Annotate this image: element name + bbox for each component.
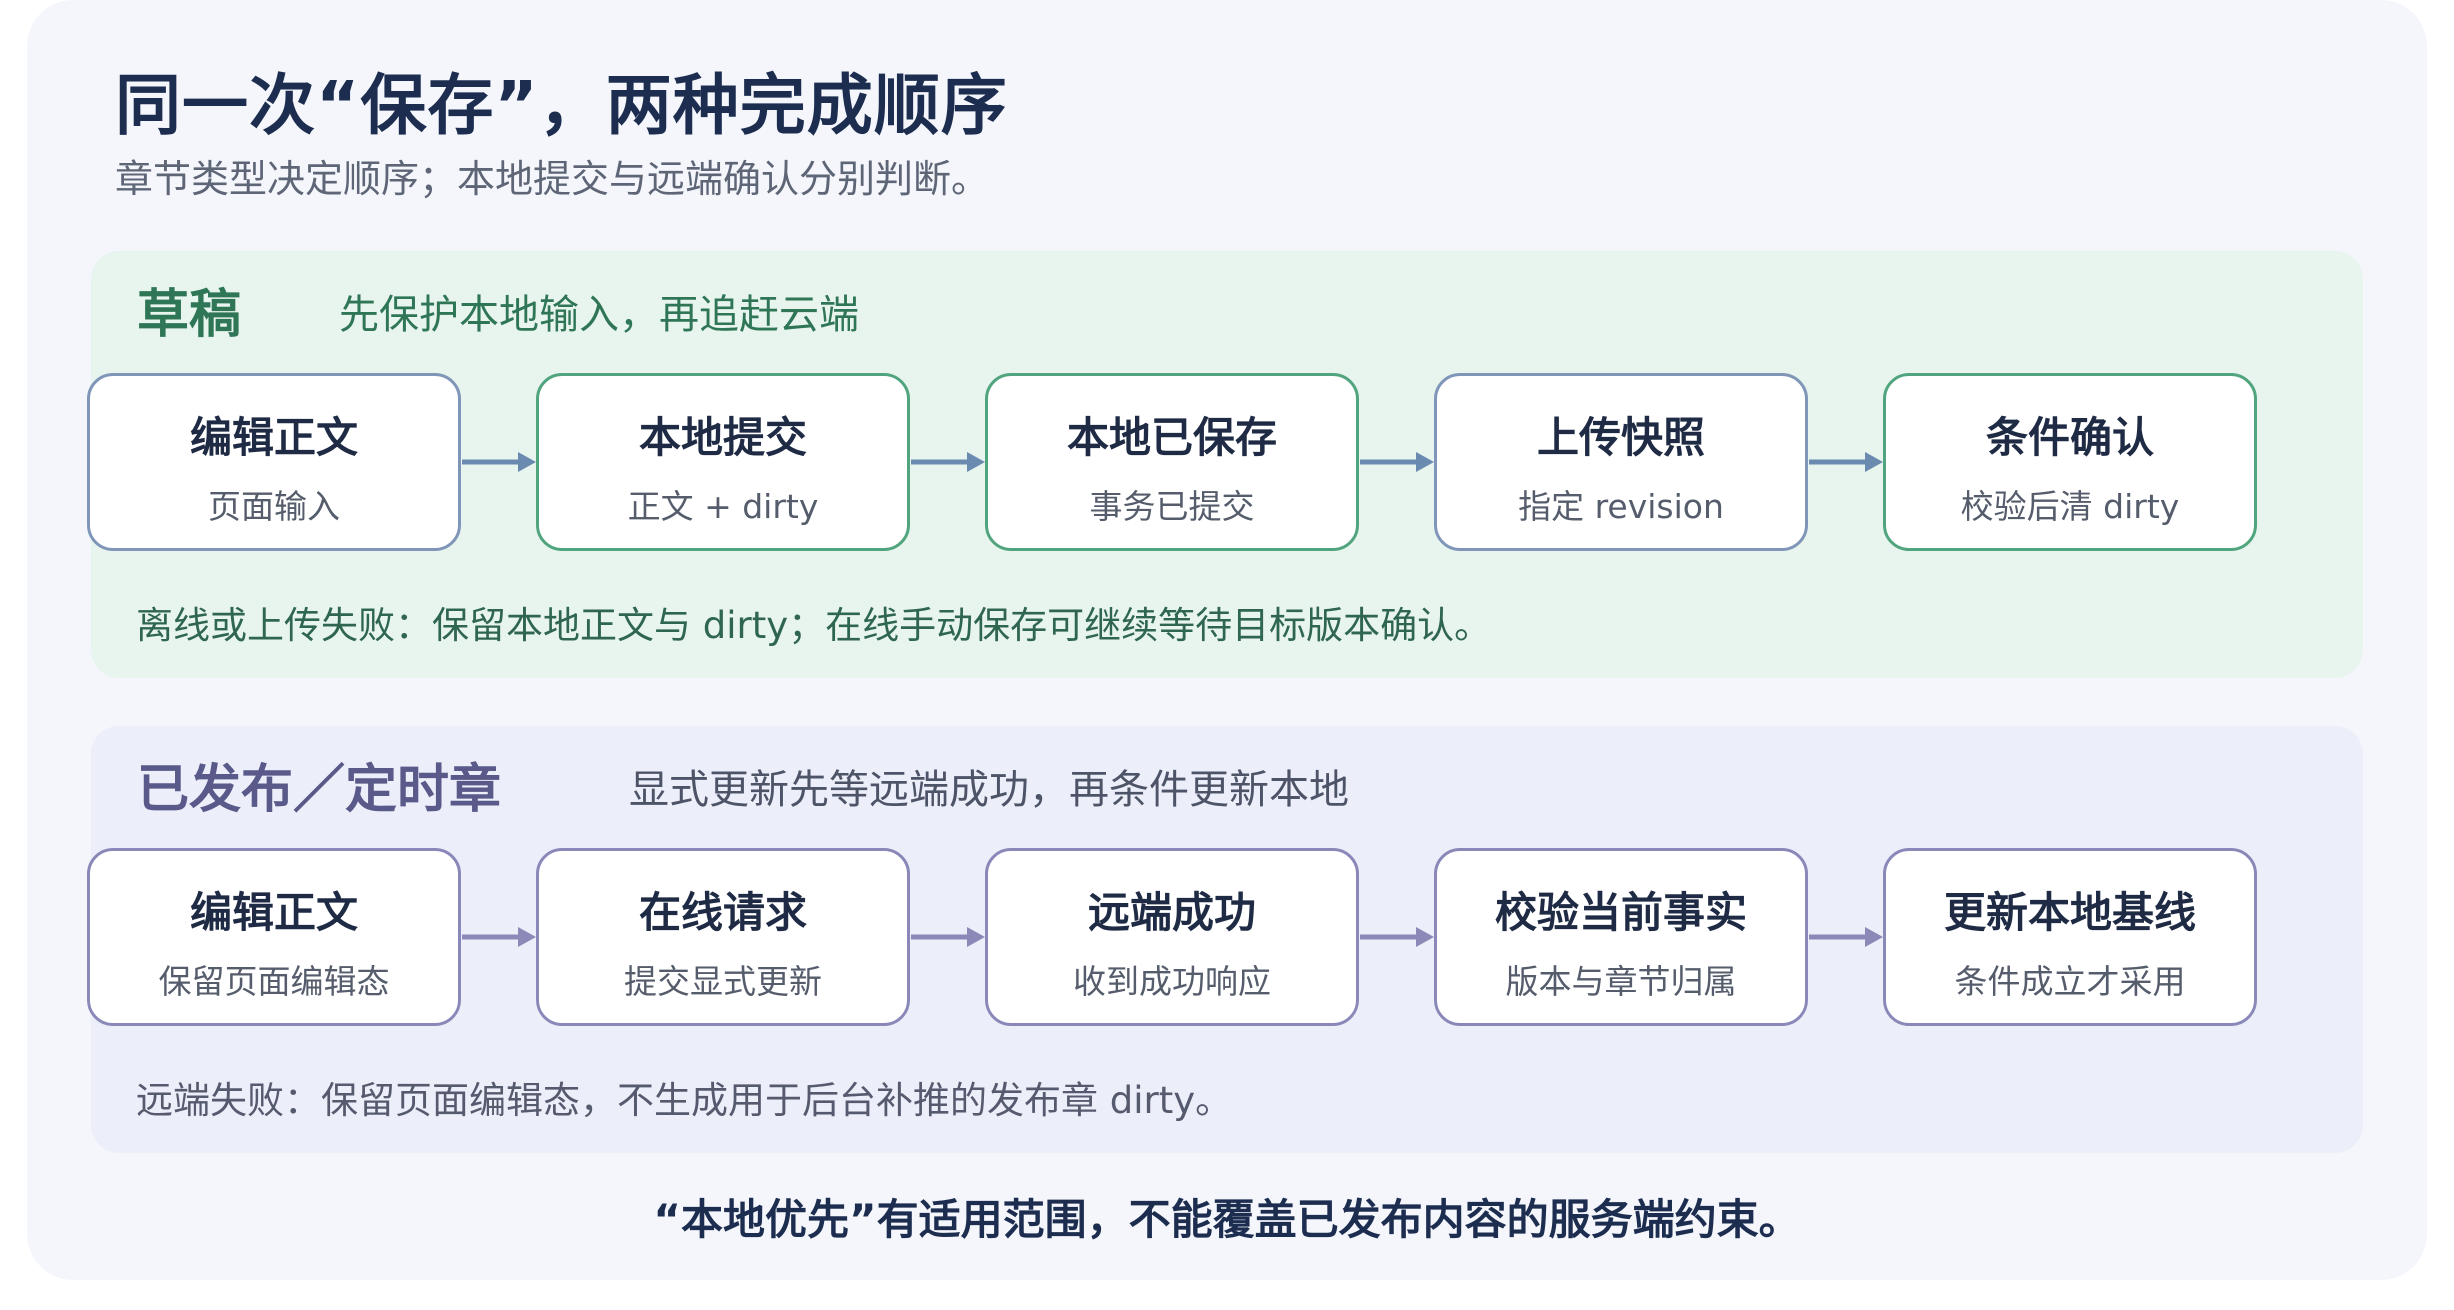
draft-step-5-title: 条件确认 bbox=[1985, 413, 2154, 462]
draft-arrow-2-icon bbox=[911, 452, 985, 472]
published-step-2-title: 在线请求 bbox=[638, 888, 807, 937]
published-step-3-title: 远端成功 bbox=[1087, 888, 1256, 937]
draft-arrow-3-icon bbox=[1360, 452, 1434, 472]
draft-step-1-title: 编辑正文 bbox=[189, 413, 358, 462]
draft-step-3-title: 本地已保存 bbox=[1066, 413, 1277, 462]
draft-step-4-sub: 指定 revision bbox=[1518, 487, 1724, 526]
published-step-1-title: 编辑正文 bbox=[189, 888, 358, 937]
published-arrow-4-icon bbox=[1809, 927, 1883, 947]
published-step-5-sub: 条件成立才采用 bbox=[1954, 962, 2186, 1001]
published-arrow-3-icon bbox=[1360, 927, 1434, 947]
published-step-4: 校验当前事实 版本与章节归属 bbox=[1434, 848, 1808, 1026]
draft-panel-title: 草稿 bbox=[137, 285, 242, 345]
draft-step-2-sub: 正文 + dirty bbox=[627, 487, 819, 526]
published-step-3: 远端成功 收到成功响应 bbox=[985, 848, 1359, 1026]
draft-step-3-sub: 事务已提交 bbox=[1089, 487, 1255, 526]
published-step-5: 更新本地基线 条件成立才采用 bbox=[1883, 848, 2257, 1026]
published-step-4-sub: 版本与章节归属 bbox=[1505, 962, 1737, 1001]
published-arrow-1-icon bbox=[462, 927, 536, 947]
page-subtitle: 章节类型决定顺序；本地提交与远端确认分别判断。 bbox=[115, 157, 990, 201]
footer-conclusion: “本地优先”有适用范围，不能覆盖已发布内容的服务端约束。 bbox=[653, 1195, 1801, 1244]
draft-step-5-sub: 校验后清 dirty bbox=[1960, 487, 2180, 526]
published-step-1: 编辑正文 保留页面编辑态 bbox=[87, 848, 461, 1026]
published-step-4-title: 校验当前事实 bbox=[1494, 888, 1747, 937]
draft-step-2: 本地提交 正文 + dirty bbox=[536, 373, 910, 551]
draft-step-4: 上传快照 指定 revision bbox=[1434, 373, 1808, 551]
published-step-2-sub: 提交显式更新 bbox=[624, 962, 822, 1001]
published-panel-title: 已发布／定时章 bbox=[137, 760, 502, 820]
draft-arrow-4-icon bbox=[1809, 452, 1883, 472]
draft-step-3: 本地已保存 事务已提交 bbox=[985, 373, 1359, 551]
published-step-5-title: 更新本地基线 bbox=[1943, 888, 2196, 937]
published-step-2: 在线请求 提交显式更新 bbox=[536, 848, 910, 1026]
draft-panel-note: 离线或上传失败：保留本地正文与 dirty；在线手动保存可继续等待目标版本确认。 bbox=[136, 604, 1492, 647]
published-panel-note: 远端失败：保留页面编辑态，不生成用于后台补推的发布章 dirty。 bbox=[136, 1079, 1233, 1122]
draft-panel-description: 先保护本地输入，再追赶云端 bbox=[339, 292, 859, 338]
published-step-1-sub: 保留页面编辑态 bbox=[158, 962, 390, 1001]
published-panel-description: 显式更新先等远端成功，再条件更新本地 bbox=[629, 767, 1349, 813]
draft-step-1: 编辑正文 页面输入 bbox=[87, 373, 461, 551]
draft-step-1-sub: 页面输入 bbox=[208, 487, 340, 526]
draft-step-2-title: 本地提交 bbox=[638, 413, 807, 462]
draft-arrow-1-icon bbox=[462, 452, 536, 472]
published-panel: 已发布／定时章 显式更新先等远端成功，再条件更新本地 编辑正文 保留页面编辑态 … bbox=[87, 726, 2363, 1153]
draft-step-4-title: 上传快照 bbox=[1536, 413, 1705, 462]
published-arrow-2-icon bbox=[911, 927, 985, 947]
draft-step-5: 条件确认 校验后清 dirty bbox=[1883, 373, 2257, 551]
published-step-3-sub: 收到成功响应 bbox=[1073, 962, 1271, 1001]
page-title: 同一次“保存”，两种完成顺序 bbox=[115, 67, 1008, 144]
draft-panel: 草稿 先保护本地输入，再追赶云端 编辑正文 页面输入 本地提交 正文 + dir… bbox=[87, 251, 2363, 678]
